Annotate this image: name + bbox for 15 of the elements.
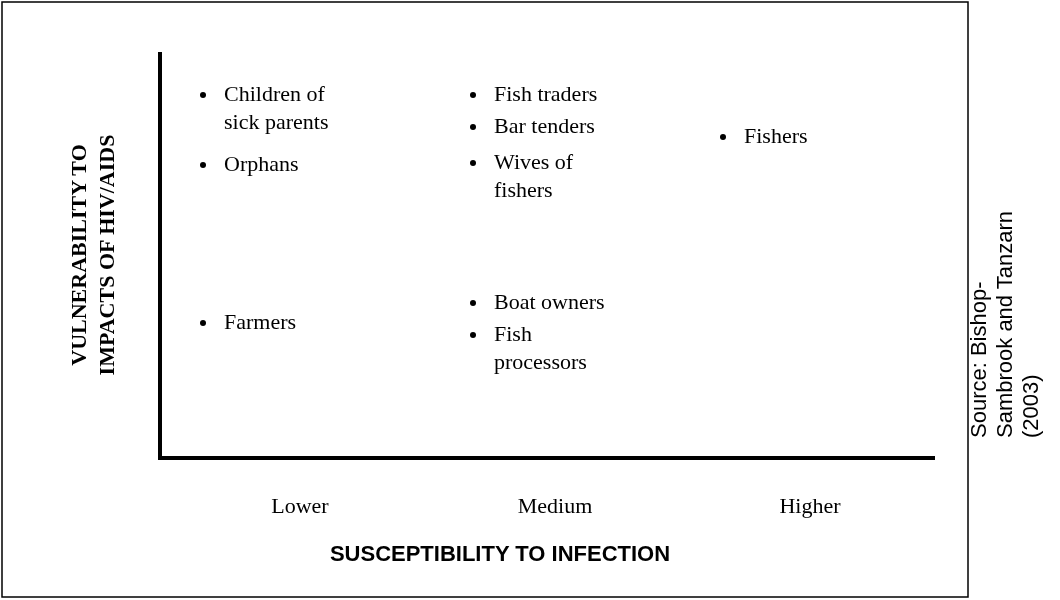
list-item: Boat owners [494, 288, 606, 316]
list-item: Fishers [744, 122, 809, 150]
list-item: Children of sick parents [224, 80, 330, 136]
axis-title: VULNERABILITY TO IMPACTS OF HIV/AIDS [65, 133, 120, 378]
axis-category-label: Higher [778, 492, 842, 520]
list-item: Wives of fishers [494, 148, 575, 204]
list-item: Bar tenders [494, 112, 596, 140]
list-item: Orphans [224, 150, 300, 178]
axis-category-label: Lower [270, 492, 330, 520]
axis-title: SUSCEPTIBILITY TO INFECTION [328, 540, 672, 568]
source-note: Source: Bishop-Sambrook and Tanzarn (2003) [966, 209, 1044, 438]
list-item: Farmers [224, 308, 298, 336]
list-item: Fish processors [494, 320, 588, 376]
axis-category-label: Medium [516, 492, 594, 520]
list-item: Fish traders [494, 80, 599, 108]
